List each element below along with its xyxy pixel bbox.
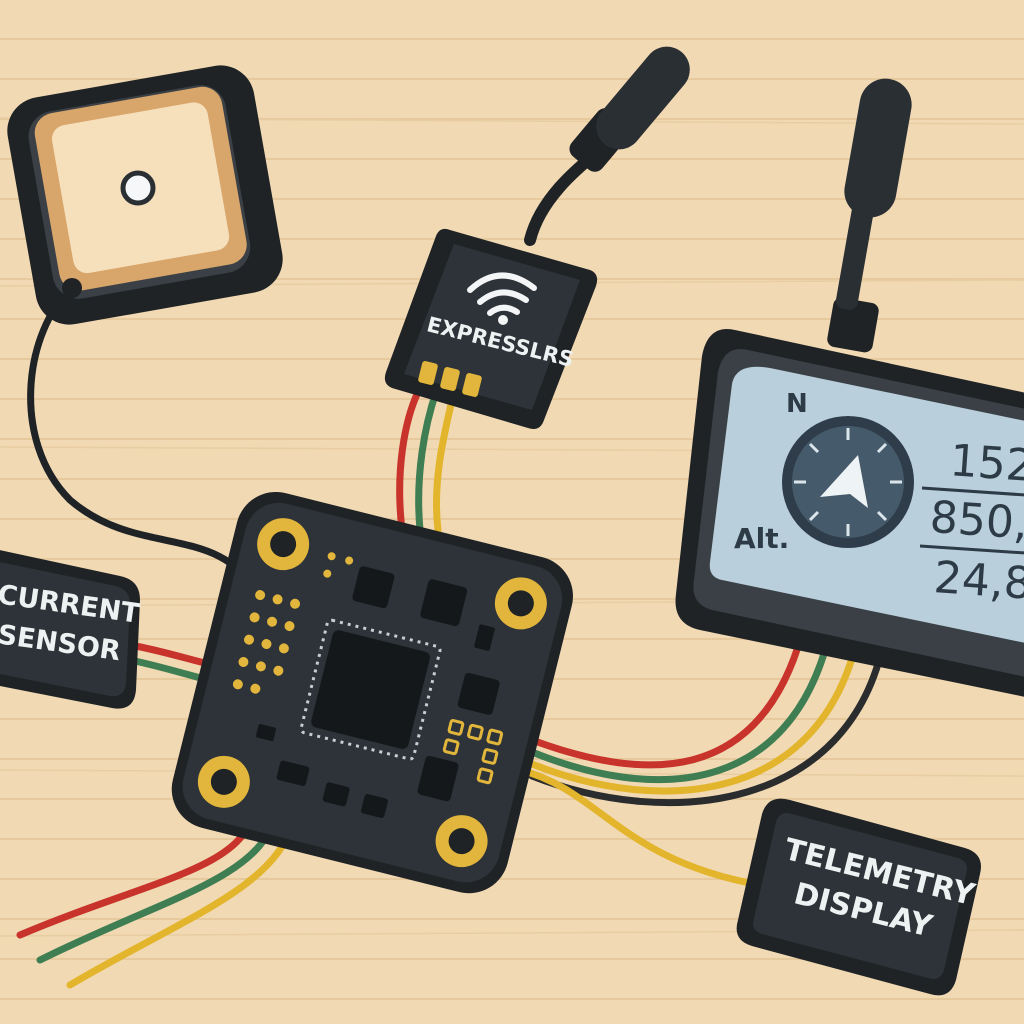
gps-feed-point bbox=[120, 170, 156, 206]
flight-controller bbox=[171, 491, 573, 894]
readout-1: 152, bbox=[948, 435, 1024, 493]
components bbox=[256, 566, 500, 818]
altitude-label: Alt. bbox=[734, 522, 789, 555]
mcu-chip bbox=[299, 618, 442, 761]
readout-3: 24,8, bbox=[932, 552, 1024, 611]
telemetry-display: TELEMETRY DISPLAY bbox=[736, 798, 981, 996]
display-wires bbox=[528, 626, 888, 807]
solder-pads bbox=[232, 552, 504, 785]
wifi-icon bbox=[467, 272, 537, 316]
compass-letter: N bbox=[786, 389, 808, 419]
telemetry-wire bbox=[516, 766, 764, 889]
readout-2: 850,0 bbox=[928, 492, 1024, 552]
mounting-holes bbox=[197, 518, 547, 868]
gps-cable bbox=[27, 284, 266, 604]
elrs-receiver: EXPRESSLRS bbox=[384, 46, 690, 429]
compass-icon bbox=[782, 416, 914, 548]
elrs-antenna bbox=[596, 46, 690, 150]
handheld-gps-display: N Alt. 152, 850,0 24,8, bbox=[675, 78, 1024, 697]
gps-module bbox=[7, 65, 283, 325]
current-sensor: CURRENT SENSOR bbox=[0, 550, 142, 709]
display-antenna bbox=[844, 78, 912, 218]
